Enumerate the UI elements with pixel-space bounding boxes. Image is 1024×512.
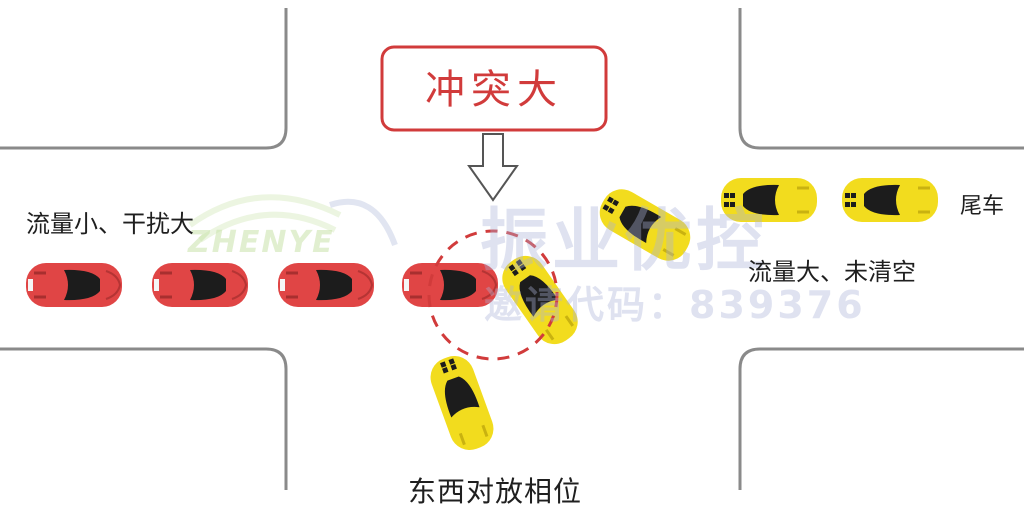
watermark-sub-text: 邀请代码：839376 [484, 283, 866, 327]
road-edge-top-right [738, 8, 1024, 150]
watermark-logo-arcs [188, 194, 398, 247]
down-arrow-icon [467, 133, 519, 202]
road-edge-bottom-left [0, 347, 288, 490]
right-approach-label: 流量大、未清空 [748, 258, 916, 286]
conflict-callout-box [380, 45, 608, 132]
road-edge-bottom-right [738, 347, 1024, 490]
car-icon [276, 261, 376, 309]
watermark-main-text: 振业优控 [480, 202, 769, 281]
watermark-brand-text: ZHENYE [188, 225, 335, 260]
tail-car-label: 尾车 [960, 194, 1005, 219]
conflict-circle-icon [427, 229, 559, 361]
road-edge-top-left [0, 8, 288, 150]
road-edges [0, 8, 1024, 490]
car-icon [150, 261, 250, 309]
car-icon [423, 348, 501, 458]
conflict-label: 冲突大 [425, 67, 563, 113]
left-approach-label: 流量小、干扰大 [26, 210, 194, 238]
car-icon [840, 176, 940, 224]
car-icon [24, 261, 124, 309]
red-car-queue [24, 261, 500, 309]
phase-label: 东西对放相位 [408, 475, 583, 508]
